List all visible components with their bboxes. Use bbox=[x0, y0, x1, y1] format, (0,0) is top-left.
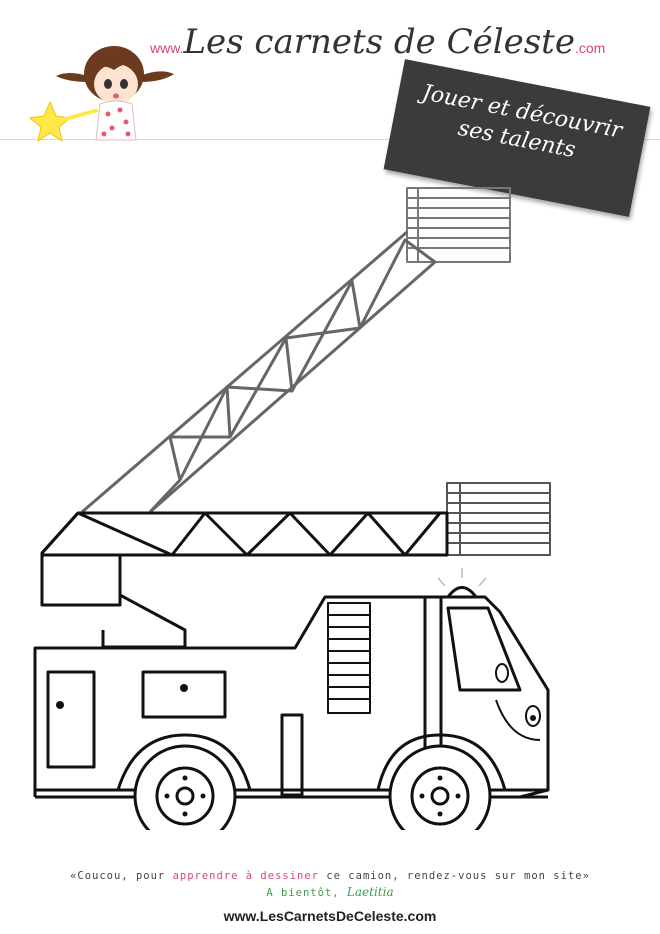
extended-ladder bbox=[81, 230, 436, 514]
site-title-main: Les carnets de Céleste bbox=[183, 22, 575, 62]
hatch-handle-icon bbox=[180, 684, 188, 692]
site-title-prefix: www. bbox=[150, 40, 184, 56]
signoff-prefix: A bientôt, bbox=[266, 887, 347, 899]
truck-face-icon bbox=[495, 663, 541, 741]
caption-part-1: «Coucou, pour bbox=[70, 870, 173, 882]
caption-text: «Coucou, pour apprendre à dessiner ce ca… bbox=[0, 870, 660, 882]
door-handle-icon bbox=[56, 701, 64, 709]
signature: Laetitia bbox=[346, 885, 394, 899]
site-title-suffix: .com bbox=[574, 40, 606, 56]
rear-wheel-icon bbox=[133, 744, 237, 830]
ladder-basket-top bbox=[406, 187, 511, 263]
header-divider bbox=[0, 139, 660, 140]
ladder-basket-bottom bbox=[446, 482, 551, 556]
girl-mascot-icon bbox=[28, 46, 174, 143]
front-wheel-arch bbox=[376, 733, 507, 791]
front-wheel-icon bbox=[388, 744, 492, 830]
signoff-text: A bientôt, Laetitia bbox=[0, 885, 660, 899]
footer-url-link[interactable]: www.LesCarnetsDeCeleste.com bbox=[223, 908, 437, 924]
site-title[interactable]: www.Les carnets de Céleste.com bbox=[150, 22, 605, 62]
caption-highlight: apprendre à dessiner bbox=[172, 870, 320, 882]
ladder-boom bbox=[40, 511, 449, 649]
fire-truck-drawing bbox=[33, 187, 551, 830]
caption-part-2: ce camion, rendez-vous sur mon site» bbox=[319, 870, 590, 882]
rear-wheel-arch bbox=[116, 733, 252, 791]
